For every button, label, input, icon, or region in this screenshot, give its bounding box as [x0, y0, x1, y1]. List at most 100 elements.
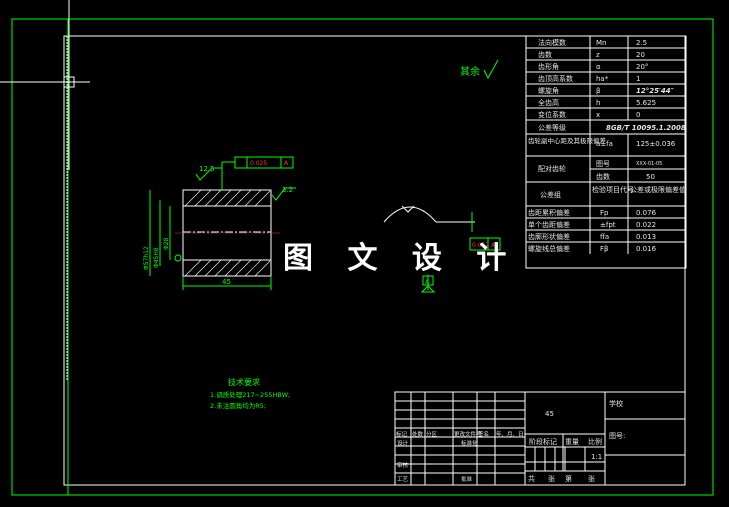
- mating-gear-label: 配对齿轮: [538, 164, 566, 173]
- title-block-role: 标准化: [461, 439, 478, 447]
- title-block-role: 审核: [397, 461, 409, 469]
- deviation-row-value: 0.022: [636, 221, 656, 229]
- gear-row-label: 螺旋角: [538, 86, 559, 95]
- mating-gear-r2: 齿数: [596, 172, 610, 181]
- gear-row-symbol: x: [596, 111, 600, 119]
- title-block-header: 处数: [412, 430, 424, 438]
- gear-row-value: 2.5: [636, 39, 647, 47]
- center-distance-label: 齿轮副中心距及其极限偏差: [528, 136, 607, 145]
- gear-row-value: 20: [636, 51, 645, 59]
- tech-req-title: 技术要求: [228, 377, 260, 387]
- tolerance-frame-2: [469, 237, 501, 251]
- roughness-top-icon: [195, 167, 222, 181]
- deviation-row-label: 单个齿距偏差: [528, 220, 570, 229]
- roughness-right: 3.2: [282, 186, 293, 194]
- gear-row-symbol: z: [596, 51, 600, 59]
- tolerance-group-h2: 公差或极限偏差值: [630, 185, 686, 194]
- dim-diameter-2: Φ45H8: [153, 247, 160, 268]
- title-block-header: 标记: [396, 430, 408, 438]
- crosshair-cursor: [0, 0, 90, 170]
- sheet-label: 张: [548, 474, 555, 483]
- deviation-row-label: 齿廓形状偏差: [528, 232, 570, 241]
- gear-row-label: 齿数: [538, 50, 552, 59]
- tolerance-frame-2-datum: A: [491, 242, 496, 249]
- mating-gear-r1v: XXX-01-05: [636, 161, 662, 167]
- weight-label: 重量: [565, 438, 579, 446]
- gear-row-value: 1: [636, 75, 640, 83]
- gear-row-symbol: Mn: [596, 39, 606, 47]
- gear-row-label: 齿形角: [538, 62, 559, 71]
- title-block-header: 年、月、日: [496, 430, 524, 438]
- title-block-header: 签名: [478, 430, 489, 438]
- deviation-row-value: 0.076: [636, 209, 657, 217]
- tech-req-line-1: 1.调质处理217~255HBW;: [210, 390, 290, 399]
- roughness-right-icon: [271, 187, 296, 201]
- gear-row-label: 全齿高: [538, 98, 559, 107]
- gear-table-border: [525, 35, 687, 269]
- gear-section-view: [174, 189, 280, 277]
- title-block: 标记处数分区 更改文件号签名年、月、日设计 标准化审核批准 工艺 45 阶段标记重量 比例 1…: [394, 391, 686, 486]
- side-view-arc: [383, 205, 475, 232]
- tolerance-std-label: 公差等级: [538, 123, 566, 132]
- outer-frame: [11, 18, 714, 496]
- title-block-role: 设计: [397, 439, 409, 447]
- gear-row-symbol: h: [596, 99, 600, 107]
- watermark: 图 文 设 计: [283, 241, 518, 276]
- inner-frame: [63, 35, 686, 486]
- tolerance-frame-2-value: 0.012: [472, 242, 489, 249]
- title-block-role: 批准: [461, 475, 473, 483]
- deviation-row-label: 齿距累积偏差: [528, 208, 570, 217]
- tolerance-std-value: 8GB/T 10095.1.2008: [606, 124, 686, 132]
- gear-row-value: 20°: [636, 63, 648, 71]
- tech-req-line-2: 2.未注圆角均为R5;: [210, 401, 266, 410]
- sheet-label: 第: [565, 474, 572, 483]
- deviation-row-symbol: ffa: [600, 233, 609, 241]
- title-block-header: 分区: [426, 430, 438, 438]
- gear-parameter-table: 法向模数 Mn 2.5 齿数 z 20 齿形角 α 20° 齿顶高系数 ha* 1 螺旋角 β 12°25′…: [525, 35, 687, 269]
- deviation-row-symbol: ±fpt: [600, 221, 616, 229]
- gear-row-label: 法向模数: [538, 38, 566, 47]
- tolerance-frame-1-value: 0.025: [250, 160, 267, 167]
- tolerance-frame-1-datum: A: [284, 160, 289, 167]
- gear-row-label: 变位系数: [538, 110, 566, 119]
- gear-row-symbol: ha*: [596, 75, 609, 83]
- deviation-row-symbol: Fp: [600, 209, 609, 217]
- title-block-header: 更改文件号: [454, 430, 482, 438]
- title-block-company: 学校: [609, 399, 623, 408]
- datum-symbol-icon: [420, 275, 436, 293]
- title-block-role: 工艺: [397, 476, 409, 483]
- center-distance-symbol: a±fa: [596, 140, 613, 148]
- title-block-drawing-no: 图号:: [609, 432, 625, 440]
- deviation-row-value: 0.013: [636, 233, 656, 241]
- gear-row-symbol: β: [596, 87, 600, 95]
- title-block-material: 45: [545, 410, 554, 418]
- deviation-row-symbol: Fβ: [600, 245, 609, 253]
- deviation-row-value: 0.016: [636, 245, 657, 253]
- scale-value: 1:1: [591, 453, 602, 461]
- stage-label: 阶段标记: [529, 437, 557, 446]
- dim-diameter-1: Φ57h12: [143, 246, 150, 270]
- datum-label: A: [425, 279, 430, 286]
- scale-label: 比例: [588, 437, 602, 446]
- gear-row-symbol: α: [596, 63, 601, 71]
- roughness-top: 12.5: [199, 165, 215, 173]
- center-distance-value: 125±0.036: [636, 140, 676, 148]
- mating-gear-r2v: 50: [646, 173, 655, 181]
- dim-length: 45: [222, 278, 231, 286]
- gear-row-value: 5.625: [636, 99, 656, 107]
- mating-gear-r1: 图号: [596, 160, 610, 168]
- gear-row-label: 齿顶高系数: [538, 74, 573, 83]
- deviation-row-label: 螺旋线总偏差: [528, 244, 570, 253]
- surface-mark-label: 其余: [460, 65, 480, 78]
- tolerance-frame-1: [221, 156, 294, 190]
- tolerance-group-h1: 检验项目代号: [592, 185, 634, 194]
- tolerance-group-label: 公差组: [540, 190, 561, 199]
- roughness-symbol-icon: [483, 59, 499, 80]
- dim-diameter-3: Φ28: [163, 237, 170, 250]
- dimension-lines: [149, 190, 272, 290]
- sheet-label: 共: [528, 474, 535, 483]
- gear-row-value: 0: [636, 111, 640, 119]
- title-block-border: [394, 391, 686, 486]
- gear-row-value: 12°25′44″: [636, 87, 675, 95]
